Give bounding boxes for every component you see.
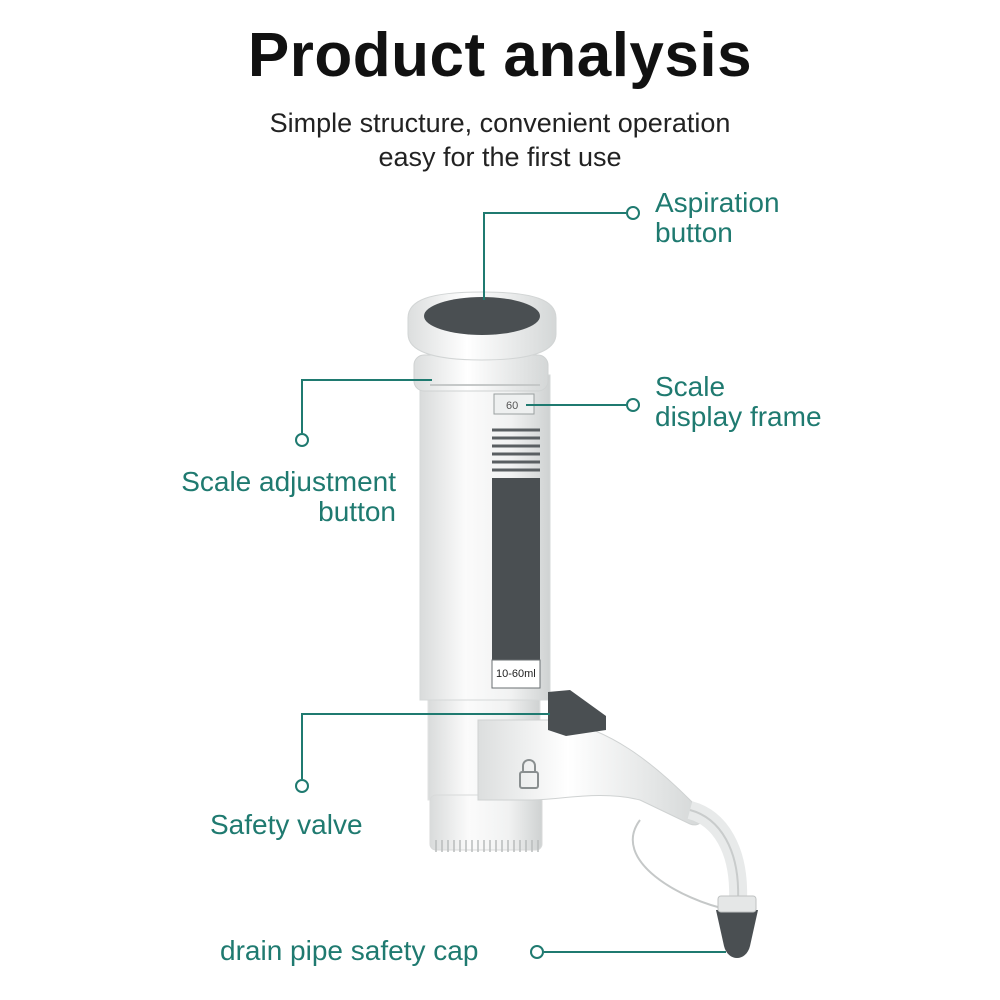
callout-dot-safety-valve [295, 779, 309, 793]
callout-dot-scale-display [626, 398, 640, 412]
grip-lines [492, 428, 540, 472]
subtitle-line-2: easy for the first use [378, 142, 622, 172]
aspiration-button-top [424, 297, 540, 335]
label-scale-display-frame: Scale display frame [655, 371, 822, 432]
volume-label: 10-60ml [496, 668, 536, 680]
subtitle-line-1: Simple structure, convenient operation [269, 108, 731, 138]
callout-line-aspiration [483, 212, 626, 300]
label-aspiration-button: Aspiration button [655, 187, 780, 248]
label-drain-pipe-safety-cap: drain pipe safety cap [220, 935, 479, 966]
page-title: Product analysis [247, 21, 753, 90]
lock-icon [519, 759, 539, 789]
callout-dot-scale-adjust [295, 433, 309, 447]
safety-valve-knob [548, 690, 606, 736]
base-ring [429, 794, 543, 851]
callout-dot-aspiration [626, 206, 640, 220]
label-safety-valve: Safety valve [210, 809, 363, 840]
callout-line-scale-adjust [301, 379, 432, 433]
volume-label-box [491, 659, 541, 689]
callout-line-safety-valve [301, 713, 550, 779]
callout-dot-drain-cap [530, 945, 544, 959]
dark-label-panel [492, 478, 540, 660]
callout-lines [295, 206, 726, 959]
base-ridges [435, 840, 539, 852]
label-scale-adjustment-button: Scale adjustment button [181, 466, 396, 527]
drain-tube [631, 819, 731, 911]
subtitle: Simple structure, convenient operation e… [0, 106, 1000, 174]
drain-pipe-safety-cap [716, 910, 758, 958]
scale-window-text: 60 [506, 400, 518, 412]
